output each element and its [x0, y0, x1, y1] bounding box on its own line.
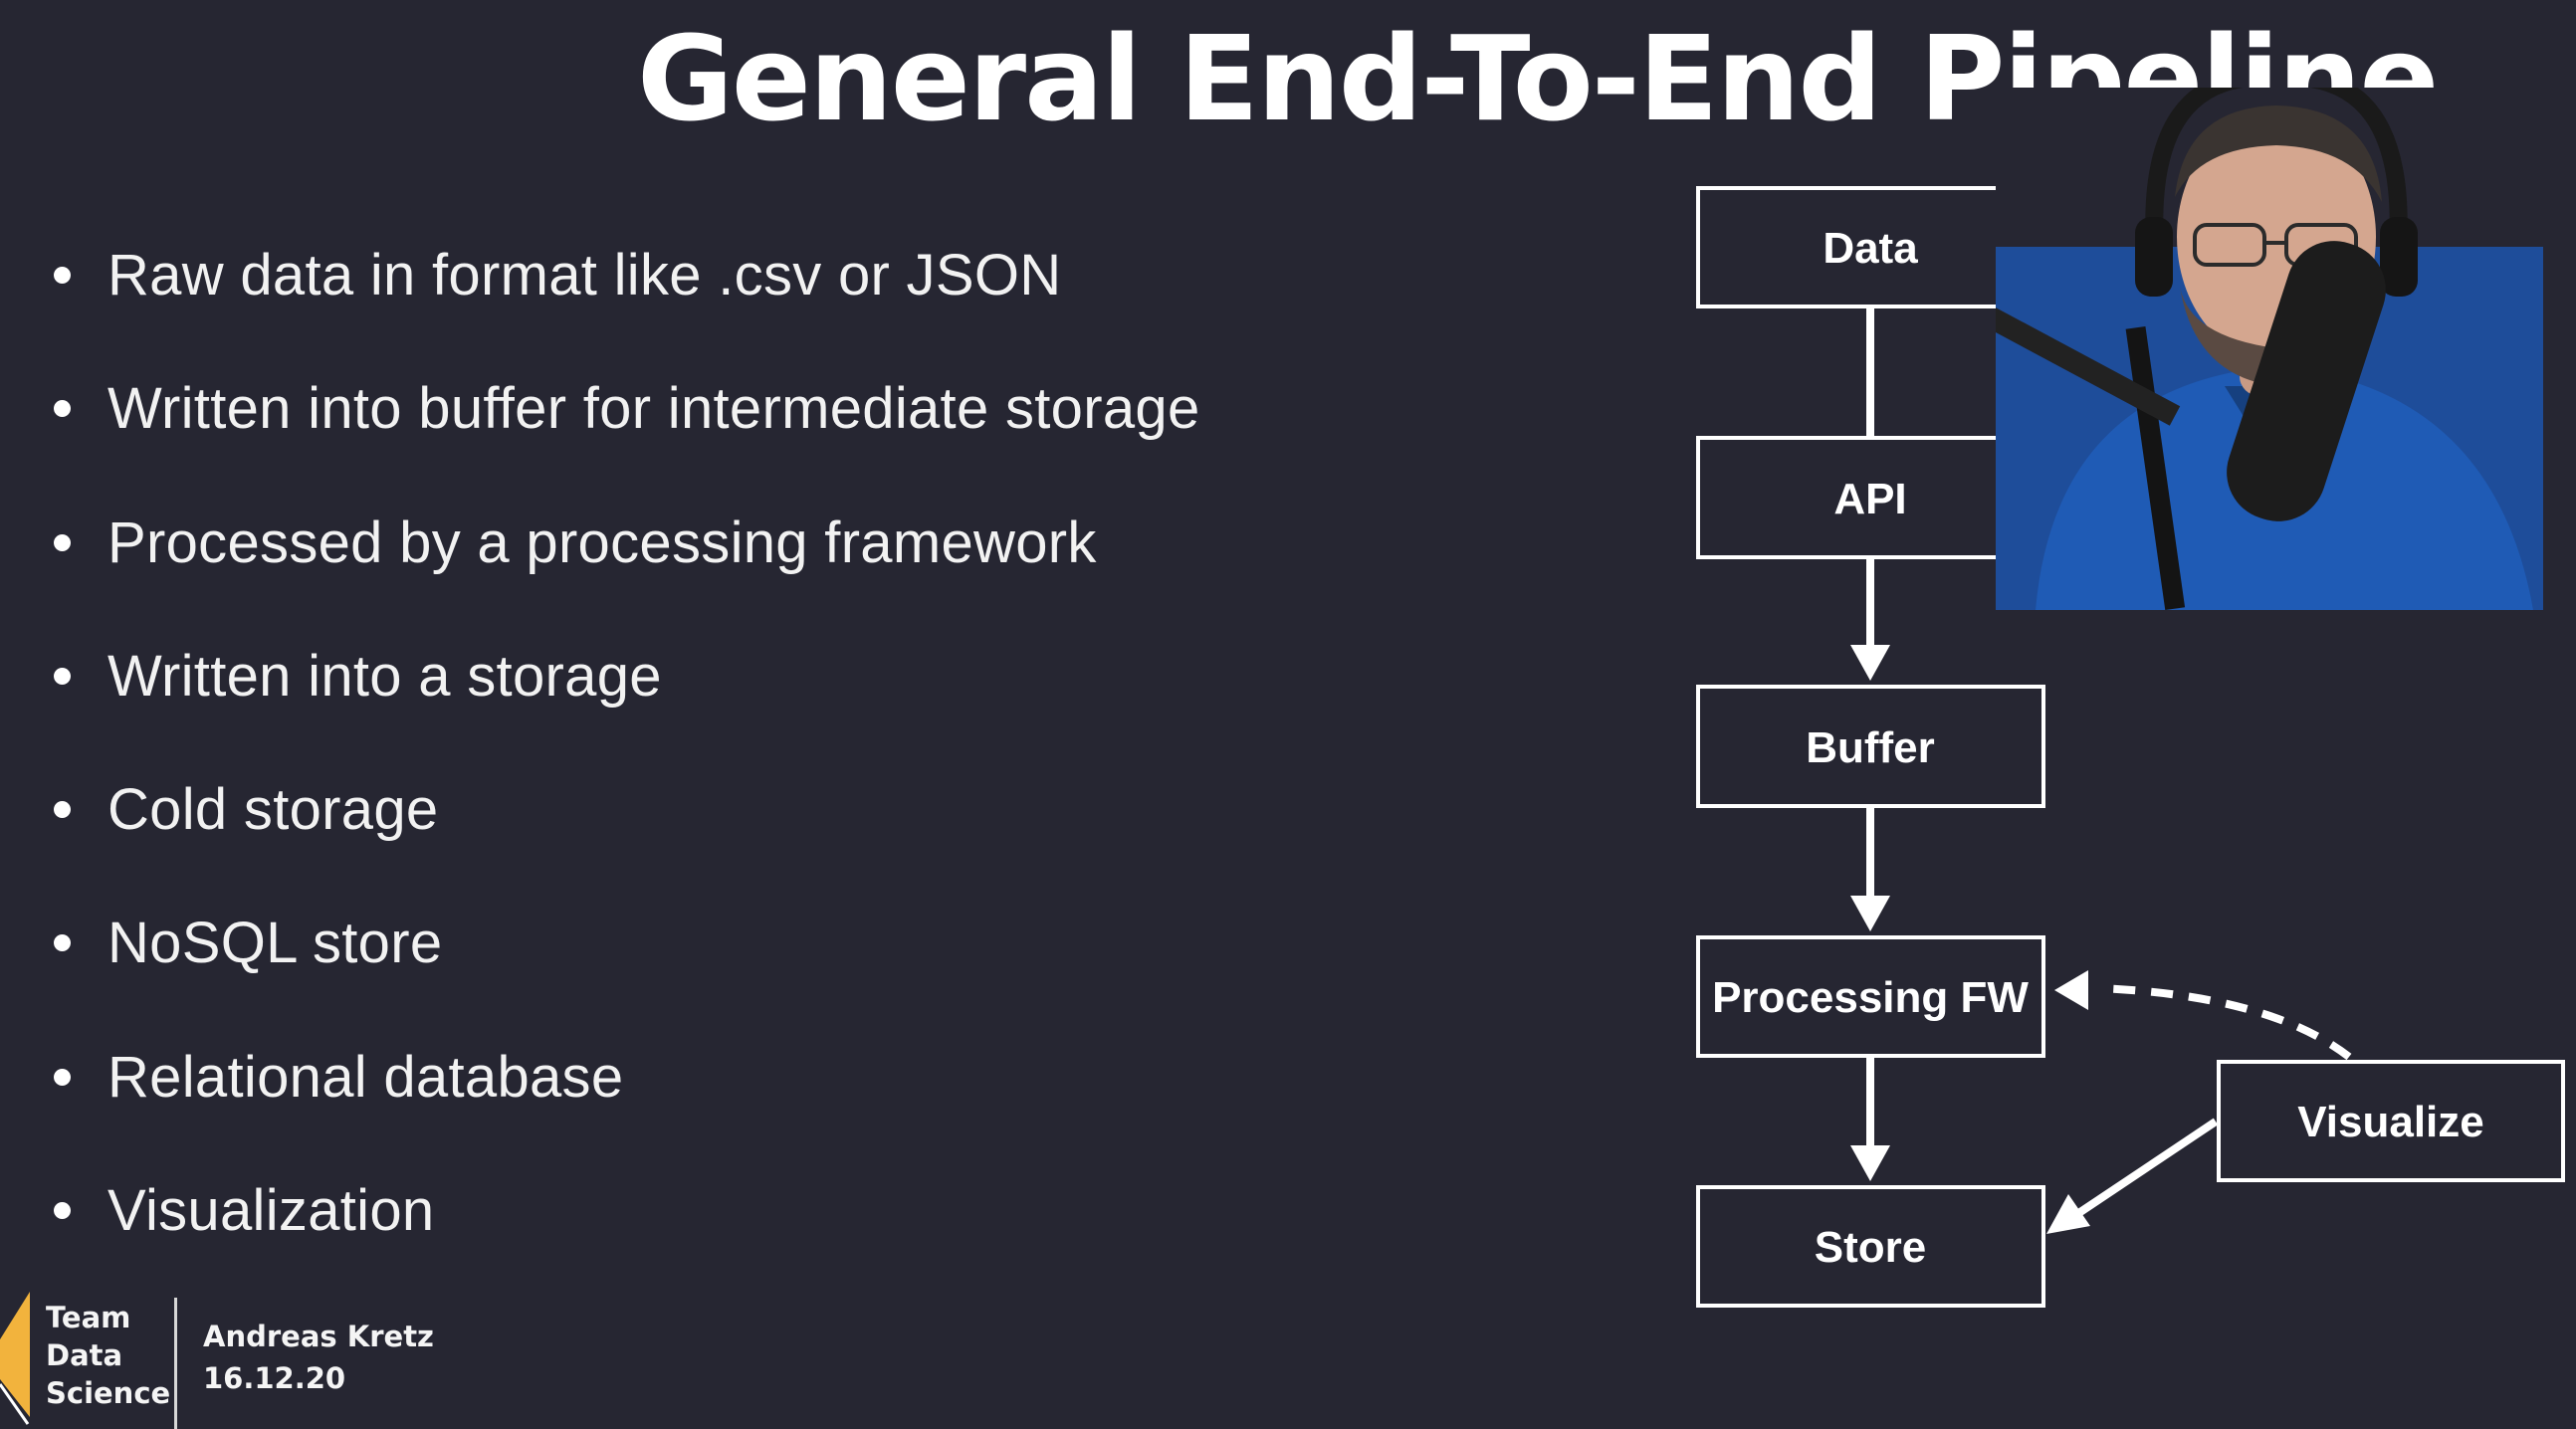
arrow-buffer-to-processing: [1850, 806, 1890, 931]
box-visualize: Visualize: [2217, 1060, 2565, 1182]
bullet-dot-icon: [54, 533, 71, 551]
box-visualize-label: Visualize: [2297, 1098, 2484, 1146]
bullet-text: Visualization: [107, 1177, 435, 1243]
bullet-dot-icon: [54, 399, 71, 417]
box-processing-label: Processing FW: [1712, 973, 2029, 1022]
bullet-text: Raw data in format like .csv or JSON: [107, 242, 1062, 307]
bullet-item: Visualization: [54, 1170, 434, 1250]
team-name-line-2: Data: [46, 1338, 123, 1372]
bullet-dot-icon: [54, 266, 71, 284]
team-name-line-1: Team: [46, 1301, 131, 1334]
arrow-visualize-to-store: [2046, 1118, 2219, 1234]
bullet-item: Raw data in format like .csv or JSON: [54, 235, 1061, 314]
box-buffer: Buffer: [1696, 685, 2045, 808]
bullet-item: Cold storage: [54, 769, 438, 849]
box-buffer-label: Buffer: [1806, 723, 1935, 772]
arrow-processing-to-store: [1850, 1056, 1890, 1181]
bullet-item: Written into a storage: [54, 636, 662, 715]
box-api: API: [1696, 436, 2045, 559]
team-name-line-3: Science: [46, 1376, 171, 1410]
bullet-text: Written into a storage: [107, 643, 662, 709]
bullet-item: Written into buffer for intermediate sto…: [54, 368, 1200, 448]
box-processing: Processing FW: [1696, 935, 2045, 1058]
bullet-dot-icon: [54, 1068, 71, 1086]
author-name: Andreas Kretz: [203, 1320, 434, 1353]
bullet-dot-icon: [54, 933, 71, 951]
box-data-label: Data: [1823, 224, 1918, 273]
bullet-text: Processed by a processing framework: [107, 510, 1097, 575]
bullet-text: Written into buffer for intermediate sto…: [107, 375, 1200, 441]
headphones-icon: [2135, 88, 2418, 297]
bullet-dot-icon: [54, 1201, 71, 1219]
microphone-icon: [1996, 241, 2386, 610]
presenter-photo: [1996, 88, 2543, 610]
bullet-text: Cold storage: [107, 776, 439, 842]
bullet-text: NoSQL store: [107, 910, 443, 975]
bullet-dot-icon: [54, 667, 71, 685]
bullet-dot-icon: [54, 800, 71, 818]
presentation-date: 16.12.20: [203, 1361, 346, 1395]
footer-divider: [174, 1298, 177, 1429]
box-store-label: Store: [1815, 1223, 1926, 1272]
team-logo-icon: [0, 1292, 30, 1425]
dashed-arrow-visualize-to-processing: [2054, 970, 2352, 1061]
footer: Team Data Science Andreas Kretz 16.12.20: [0, 1290, 498, 1429]
bullet-item: Relational database: [54, 1037, 623, 1117]
bullet-text: Relational database: [107, 1044, 624, 1110]
bullet-item: NoSQL store: [54, 903, 442, 982]
box-store: Store: [1696, 1185, 2045, 1308]
bullet-item: Processed by a processing framework: [54, 503, 1097, 582]
arrow-api-to-buffer: [1850, 557, 1890, 681]
presenter-webcam: [1996, 88, 2543, 610]
box-api-label: API: [1833, 475, 1906, 523]
box-data: Data: [1696, 186, 2045, 308]
